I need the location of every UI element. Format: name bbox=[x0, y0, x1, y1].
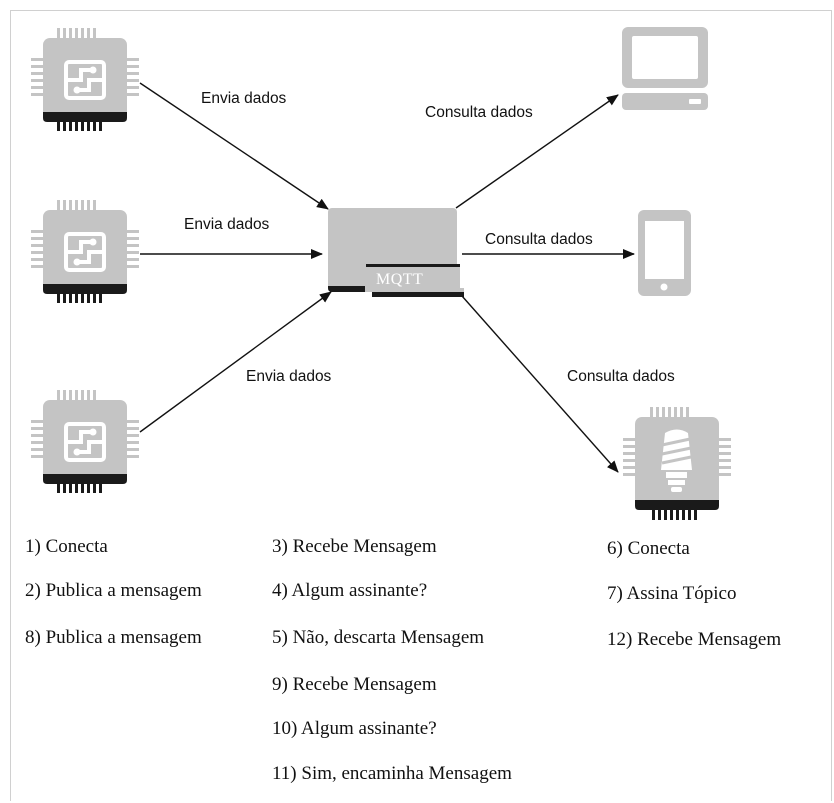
step-text: 3) Recebe Mensagem bbox=[272, 536, 437, 557]
step-text: 9) Recebe Mensagem bbox=[272, 674, 437, 695]
arrow-pub-bot bbox=[139, 291, 332, 433]
computer-icon bbox=[622, 27, 708, 110]
mqtt-broker-icon: MQTT bbox=[328, 208, 464, 297]
diagram-frame bbox=[10, 10, 832, 801]
broker-label: MQTT bbox=[376, 271, 423, 288]
step-text: 4) Algum assinante? bbox=[272, 580, 428, 601]
label-pub-mid: Envia dados bbox=[184, 216, 270, 233]
arrow-sub-bot bbox=[461, 295, 619, 473]
label-pub-bot: Envia dados bbox=[246, 368, 332, 385]
step-text: 10) Algum assinante? bbox=[272, 718, 437, 739]
step-text: 8) Publica a mensagem bbox=[25, 627, 202, 648]
arrow-sub-top bbox=[455, 94, 619, 209]
arrow-pub-top bbox=[139, 82, 329, 210]
step-text: 2) Publica a mensagem bbox=[25, 580, 202, 601]
step-text: 1) Conecta bbox=[25, 536, 108, 557]
step-text: 12) Recebe Mensagem bbox=[607, 629, 782, 650]
label-sub-top: Consulta dados bbox=[425, 104, 533, 121]
lightbulb-chip-icon bbox=[623, 407, 731, 520]
step-text: 6) Conecta bbox=[607, 538, 690, 559]
step-text: 7) Assina Tópico bbox=[607, 583, 737, 604]
publisher-chip-icon-1 bbox=[29, 26, 141, 133]
smartphone-icon bbox=[638, 210, 691, 296]
label-pub-top: Envia dados bbox=[201, 90, 287, 107]
label-sub-bot: Consulta dados bbox=[567, 368, 675, 385]
step-text: 5) Não, descarta Mensagem bbox=[272, 627, 485, 648]
publisher-chip-icon-2 bbox=[29, 198, 141, 305]
publisher-chip-icon-3 bbox=[29, 388, 141, 495]
label-sub-mid: Consulta dados bbox=[485, 231, 593, 248]
step-text: 11) Sim, encaminha Mensagem bbox=[272, 763, 512, 784]
